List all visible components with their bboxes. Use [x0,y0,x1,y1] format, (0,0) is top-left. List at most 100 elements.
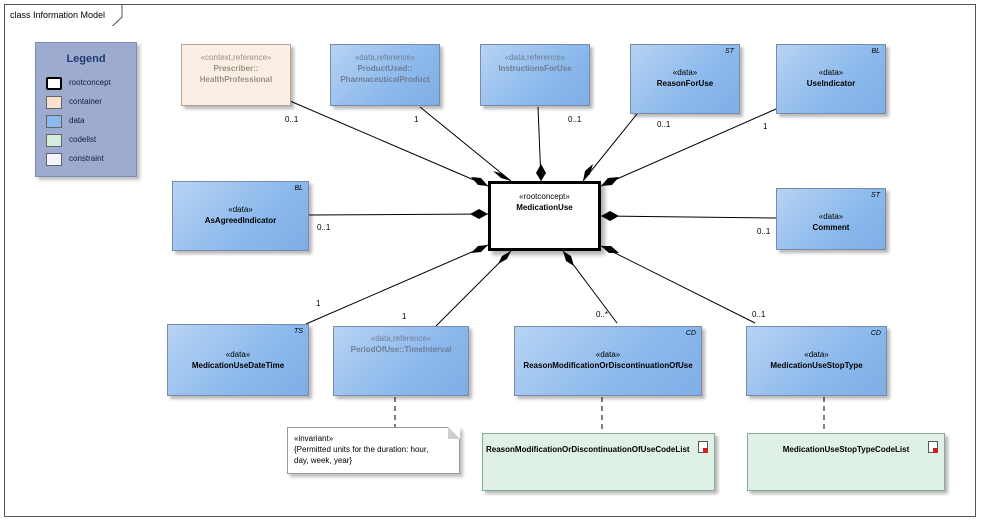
assoc-product [419,106,512,182]
multiplicity-asagreed: 0..1 [317,223,331,232]
class-name: ReasonModificationOrDiscontinuationOfUse [523,361,693,370]
legend-swatch [46,134,62,147]
diamond-period [498,251,511,264]
codelist-icon [698,441,708,453]
class-reasonforuse[interactable]: ST «data» ReasonForUse [630,44,740,114]
assoc-useindicator [600,108,777,187]
class-name: UseIndicator [806,79,856,88]
class-medicationusestoptype[interactable]: CD «data» MedicationUseStopType [746,326,887,396]
codelist-name: MedicationUseStopTypeCodeList [782,445,910,454]
stereotype-label: «rootconcept» [519,192,570,201]
diagram-title: class Information Model [10,10,106,20]
multiplicity-reasonmod: 0..* [596,310,609,319]
stereotype-label: «data» [225,350,251,359]
assoc-comment [600,215,777,219]
class-comment[interactable]: ST «data» Comment [776,188,886,250]
note-line: «invariant» [294,434,334,443]
diamond-reasonmod [563,251,574,266]
legend-title: Legend [66,53,106,65]
multiplicity-datetime: 1 [316,299,321,308]
legend-label: data [69,116,85,125]
class-name: PharmaceuticalProduct [340,75,430,84]
codelist-medicationusestoptype[interactable]: MedicationUseStopTypeCodeList [747,433,945,491]
stereotype-label: «data» [818,212,844,221]
class-name: ProductUsed:: [357,64,413,73]
legend-swatch [46,115,62,128]
class-prescriber-healthprofessional[interactable]: «context,reference» Prescriber:: HealthP… [181,44,291,106]
multiplicity-prescriber: 0..1 [285,115,299,124]
diamond-asagreed [470,209,488,219]
stereotype-label: «data» [595,350,621,359]
codelist-icon [928,441,938,453]
multiplicity-product: 1 [414,115,419,124]
type-tag: CD [685,330,696,337]
diamond-product [493,171,511,181]
stereotype-label: «data» [818,68,844,77]
note-line: day, week, year} [294,456,353,465]
class-name: HealthProfessional [199,75,273,84]
diamond-prescriber [471,177,488,186]
type-tag: BL [871,48,880,55]
type-tag: TS [294,328,303,335]
legend-panel: Legend rootconcept container data codeli… [35,42,137,177]
legend-label: container [69,97,102,106]
assoc-datetime [305,244,489,325]
diamond-instructions [536,164,546,181]
class-reasonmodificationordiscontinuationofuse[interactable]: CD «data» ReasonModificationOrDiscontinu… [514,326,702,396]
stereotype-label: «data,reference» [504,53,566,62]
class-asagreedindicator[interactable]: BL «data» AsAgreedIndicator [172,181,309,251]
legend-label: codelist [69,135,97,144]
assoc-reason [582,113,638,182]
class-useindicator[interactable]: BL «data» UseIndicator [776,44,886,114]
legend-swatch [46,96,62,109]
stereotype-label: «data,reference» [370,334,432,343]
legend-label: constraint [69,154,104,163]
class-name: PeriodOfUse::TimeInterval [350,345,452,354]
class-name: AsAgreedIndicator [204,216,277,225]
diamond-useindicator [601,177,619,186]
multiplicity-instructions: 0..1 [568,115,582,124]
legend-swatch [46,77,62,90]
type-tag: BL [294,185,303,192]
stereotype-label: «data» [804,350,829,359]
class-name: ReasonForUse [656,79,714,88]
class-name: Comment [812,223,850,232]
stereotype-label: «data» [228,205,253,214]
class-name: Prescriber:: [213,64,259,73]
invariant-note[interactable]: «invariant» {Permitted units for the dur… [287,427,460,474]
type-tag: CD [870,330,881,337]
stereotype-label: «context,reference» [200,53,272,62]
class-name: MedicationUse [516,203,573,212]
multiplicity-stoptype: 0..1 [752,310,766,319]
diamond-datetime [471,245,488,253]
legend-label: rootconcept [69,78,111,87]
diamond-stoptype [601,246,619,253]
class-name: MedicationUseDateTime [191,361,285,370]
multiplicity-comment: 0..1 [757,227,771,236]
diagram-frame [4,4,976,517]
multiplicity-reason: 0..1 [657,120,671,129]
multiplicity-period: 1 [402,312,407,321]
multiplicity-useindicator: 1 [763,122,768,131]
class-medicationusedatetime[interactable]: TS «data» MedicationUseDateTime [167,324,309,396]
class-periodofuse-timeinterval[interactable]: «data,reference» PeriodOfUse::TimeInterv… [333,326,469,396]
diagram-title-tab [4,4,123,26]
assoc-asagreed [308,213,489,216]
assoc-prescriber [289,100,489,187]
class-productused-pharmaceuticalproduct[interactable]: «data,reference» ProductUsed:: Pharmaceu… [330,44,440,106]
assoc-stoptype [600,245,756,324]
class-name: InstructionsForUse [498,64,572,73]
stereotype-label: «data» [672,68,698,77]
type-tag: ST [871,192,880,199]
legend-swatch [46,153,62,166]
diamond-reason [583,164,593,181]
codelist-reasonmodificationordiscontinuationofuse[interactable]: ReasonModificationOrDiscontinuationOfUse… [482,433,715,491]
note-fold-corner [448,427,460,439]
type-tag: ST [725,48,734,55]
class-instructionsforuse[interactable]: «data,reference» InstructionsForUse [480,44,590,106]
class-name: MedicationUseStopType [770,361,863,370]
note-line: {Permitted units for the duration: hour, [294,445,429,454]
codelist-name: ReasonModificationOrDiscontinuationOfUse… [486,445,690,454]
class-medicationuse-root[interactable]: «rootconcept» MedicationUse [488,181,601,251]
